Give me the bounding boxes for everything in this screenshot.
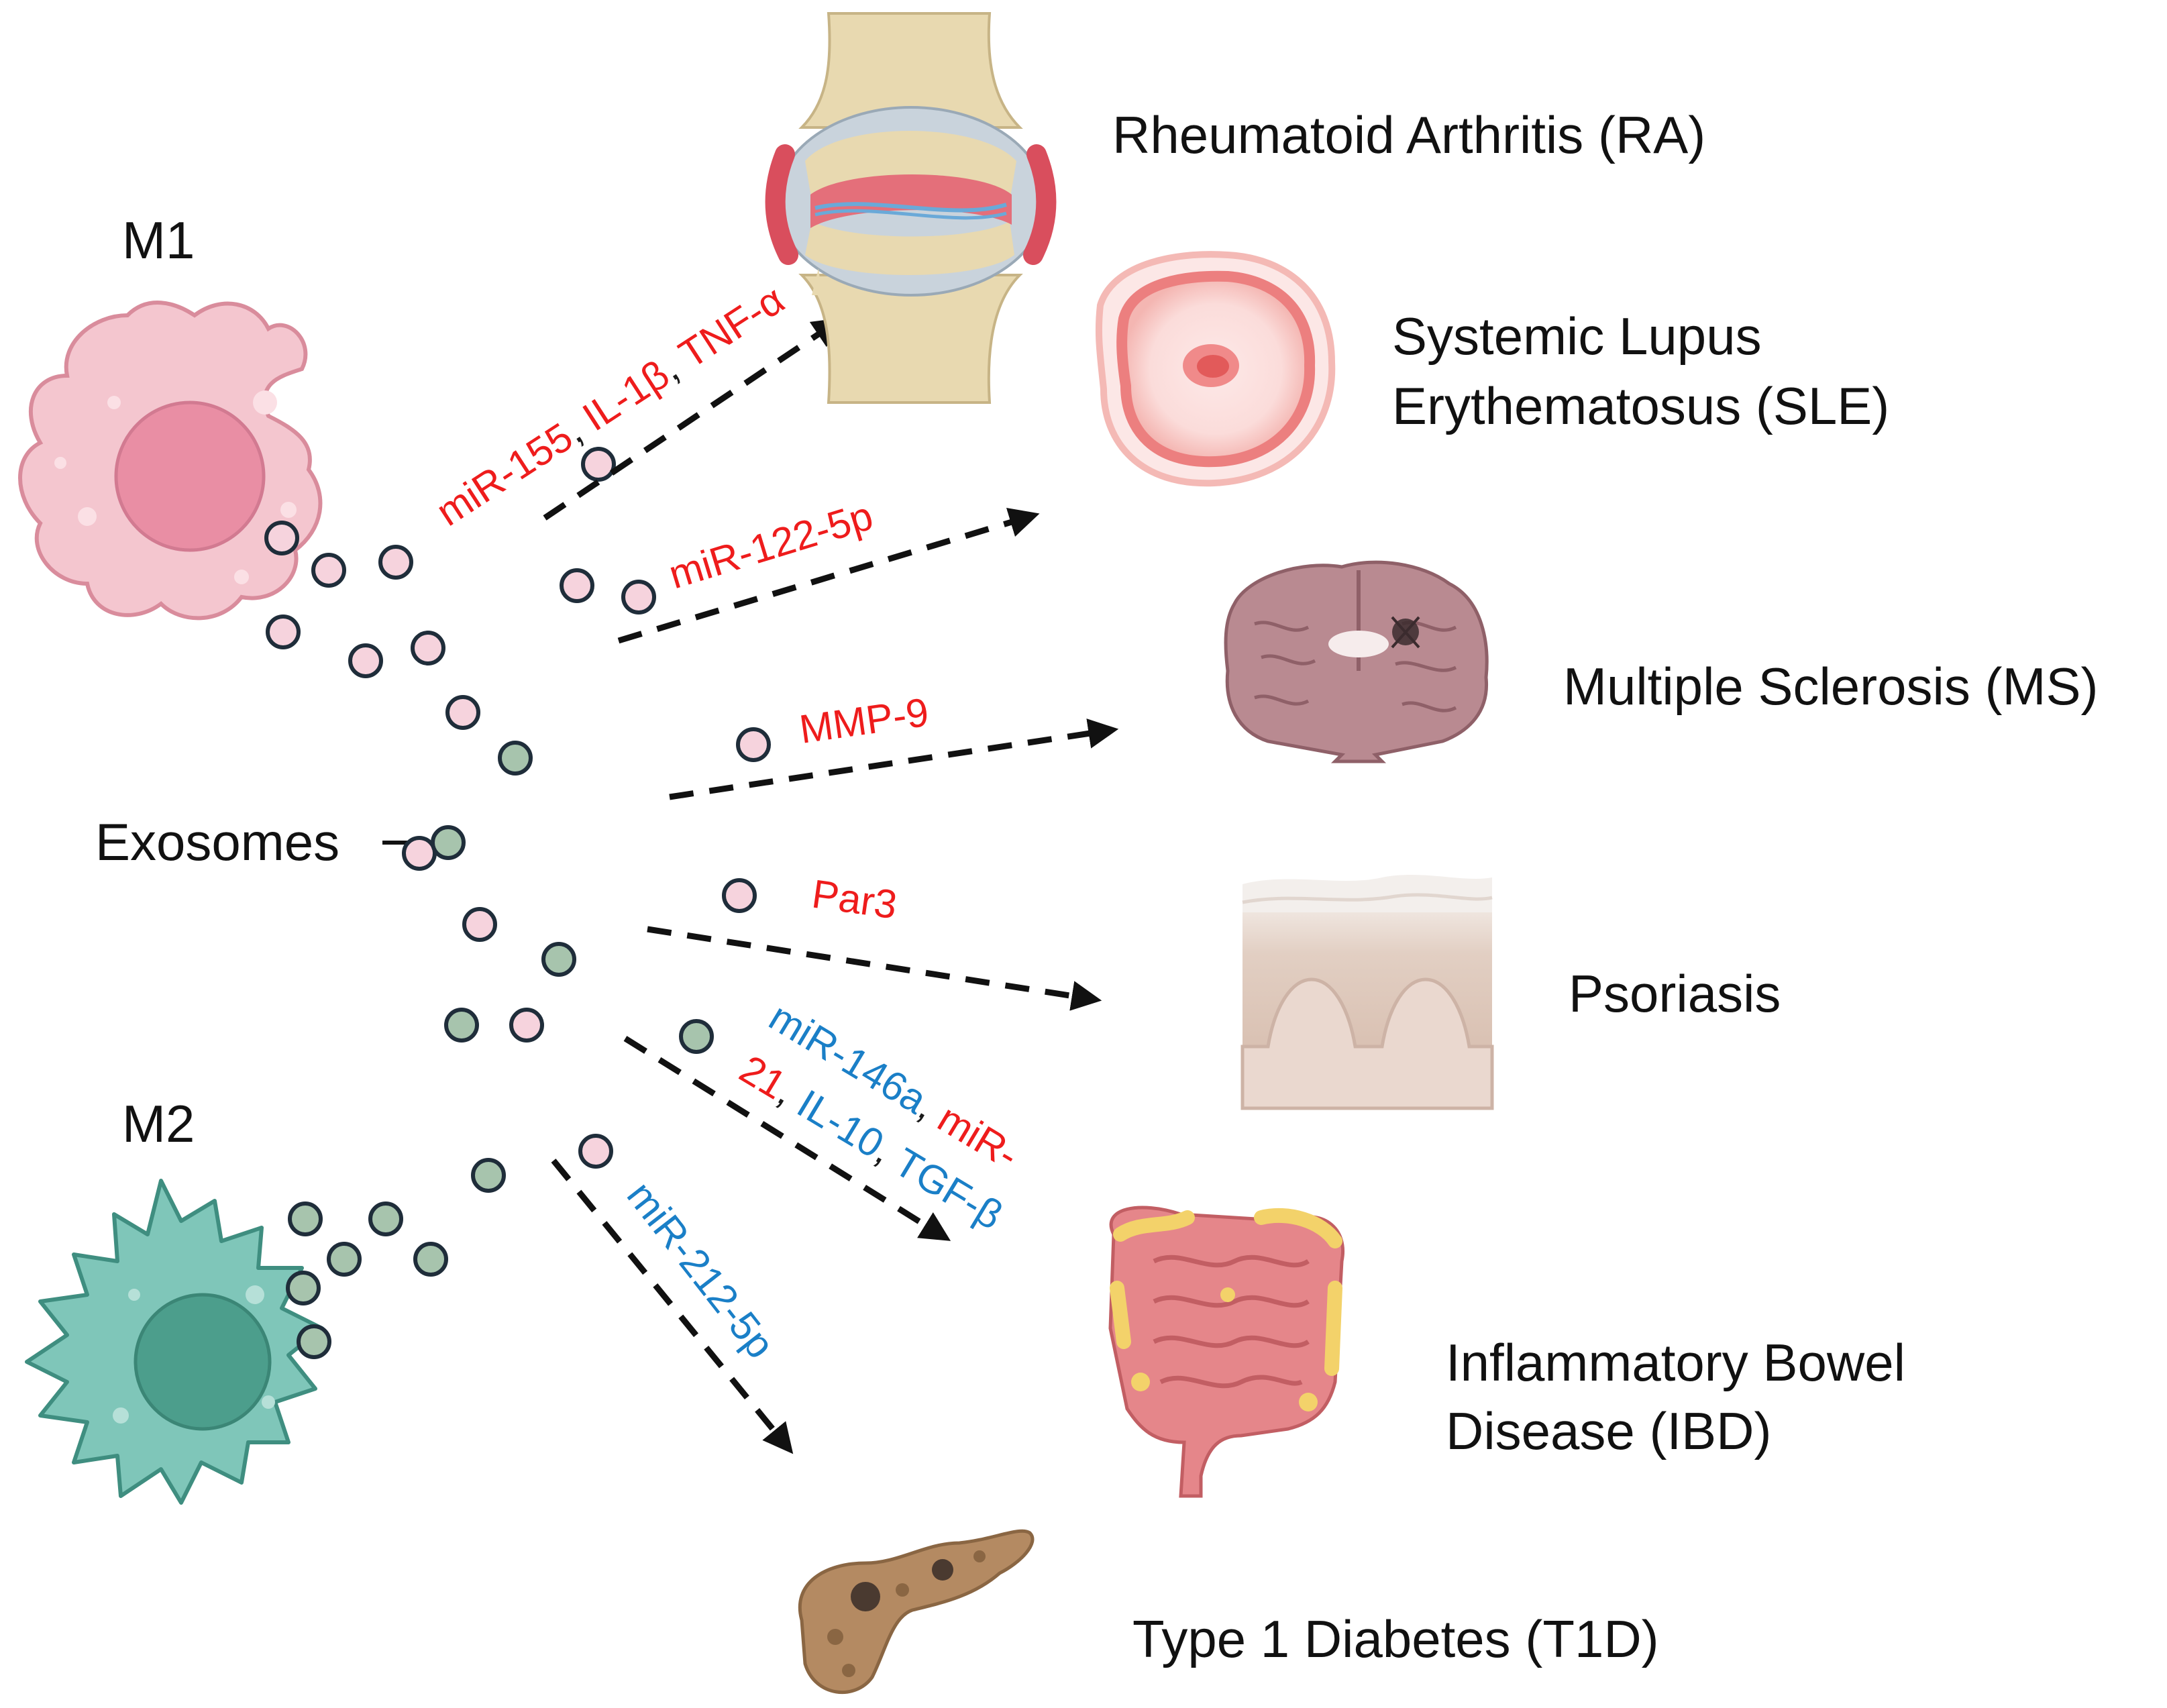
exosome: [264, 521, 299, 555]
m2-macrophage: [25, 1179, 324, 1505]
exosome: [581, 447, 616, 482]
arrow-ms: [669, 718, 1119, 800]
exosome-cluster: [264, 447, 771, 1359]
disease-name-psoriasis: Psoriasis: [1569, 964, 1781, 1023]
exosome: [431, 825, 466, 860]
molecule-label: miR-122-5p: [664, 493, 878, 598]
exosome: [560, 568, 594, 603]
exosome: [621, 580, 656, 615]
m1-label: M1: [122, 211, 195, 270]
disease-name-ms: Multiple Sclerosis (MS): [1563, 657, 2098, 716]
disease-name-t1d: Type 1 Diabetes (T1D): [1132, 1609, 1659, 1668]
exosome: [498, 741, 533, 776]
exosome: [348, 643, 383, 678]
arrow-ibd: [623, 1036, 951, 1241]
exosome: [445, 695, 480, 730]
exosome: [402, 836, 437, 871]
arrow-sle: [617, 507, 1040, 644]
disease-name-sle-line1: Systemic Lupus: [1392, 307, 1762, 366]
exosome: [462, 907, 497, 942]
m1-macrophage: [18, 301, 323, 621]
molecule-label: TNF-α: [671, 276, 792, 376]
exosome: [679, 1019, 714, 1054]
exosome: [411, 631, 445, 665]
exosome: [509, 1008, 544, 1043]
lupus-cell-icon: [1095, 251, 1336, 487]
molecule-label: Par3: [809, 871, 900, 928]
pancreas-icon: [798, 1529, 1035, 1694]
molecule-label: miR-155: [429, 414, 581, 535]
exosome: [288, 1202, 323, 1236]
exosome: [722, 878, 757, 913]
exosome: [578, 1134, 613, 1169]
exosomes-label: Exosomes: [95, 812, 339, 871]
exosome: [368, 1202, 403, 1236]
m2-nucleus: [134, 1293, 272, 1431]
brain-icon: [1224, 560, 1489, 763]
arrow-t1d: [551, 1159, 794, 1454]
joint-icon: [765, 12, 1057, 404]
pathway-label-ra: miR-155, IL-1β, TNF-α: [429, 276, 792, 534]
exosome: [297, 1324, 331, 1359]
m2-label: M2: [122, 1094, 195, 1153]
pathway-label-psoriasis: Par3: [809, 871, 900, 928]
disease-name-ra: Rheumatoid Arthritis (RA): [1112, 105, 1705, 164]
exosome: [736, 727, 771, 762]
exosome: [471, 1158, 506, 1193]
molecule-label: MMP-9: [796, 690, 931, 752]
m1-nucleus: [114, 401, 266, 552]
pathway-arrows: [543, 317, 1119, 1454]
skin-icon: [1240, 875, 1494, 1110]
exosome: [266, 615, 301, 649]
exosome: [378, 545, 413, 580]
intestine-icon: [1108, 1206, 1344, 1498]
exosome: [541, 942, 576, 977]
exosome: [286, 1271, 321, 1305]
disease-name-ibd-line2: Disease (IBD): [1446, 1401, 1771, 1460]
exosome: [444, 1008, 479, 1043]
arrow-psoriasis: [647, 926, 1102, 1011]
arrow-ra: [543, 317, 843, 521]
pathway-label-sle: miR-122-5p: [664, 493, 878, 598]
disease-name-sle-line2: Erythematosus (SLE): [1392, 376, 1889, 435]
exosome: [327, 1242, 362, 1277]
disease-name-ibd-line1: Inflammatory Bowel: [1446, 1333, 1905, 1392]
exosome: [311, 553, 346, 588]
pathway-label-ms: MMP-9: [796, 690, 931, 752]
exosome: [413, 1242, 448, 1277]
